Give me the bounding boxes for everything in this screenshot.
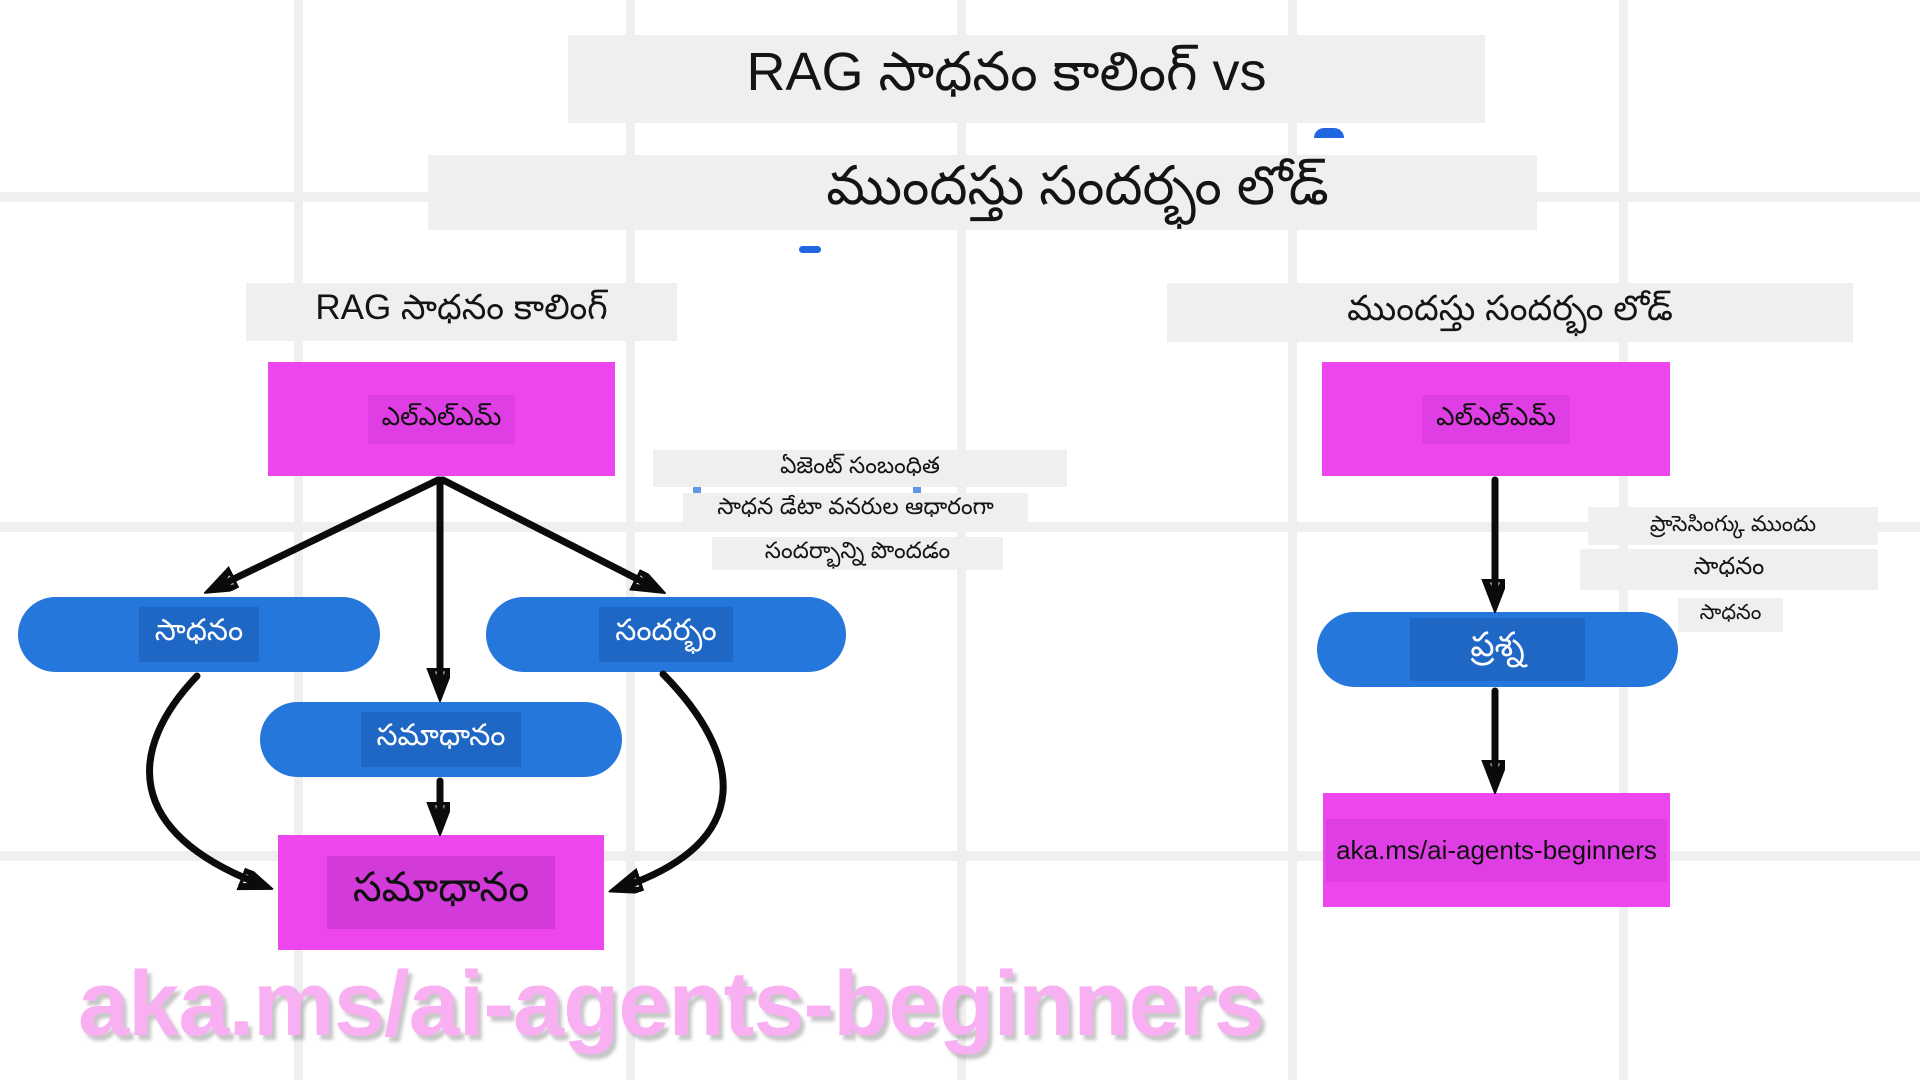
context-pill-label: సందర్భం xyxy=(599,607,733,662)
right-column-header: ముందస్తు సందర్భం లోడ్ xyxy=(1167,283,1853,342)
link-box-label: aka.ms/ai-agents-beginners xyxy=(1326,818,1667,882)
right-annotation-2: సాధనం xyxy=(1580,549,1878,590)
right-annotation-2-text: సాధనం xyxy=(1693,553,1765,580)
left-annotation-2: సాధన డేటా వనరుల ఆధారంగా xyxy=(683,493,1028,525)
left-column-header-text: RAG సాధనం కాలింగ్ xyxy=(315,288,608,327)
blue-speck-artifact xyxy=(913,486,921,494)
answer-pill: సమాధానం xyxy=(260,702,622,777)
left-annotation-3-text: సందర్భాన్ని పొందడం xyxy=(764,537,951,563)
right-annotation-1: ప్రాసెసింగ్కు ముందు xyxy=(1588,507,1878,545)
title-line1-text: RAG సాధనం కాలింగ్ vs xyxy=(746,42,1267,102)
title-line2-text: ముందస్తు సందర్భం లోడ్ xyxy=(826,155,1329,216)
answer-result-box: సమాధానం xyxy=(278,835,604,950)
left-annotation-2-text: సాధన డేటా వనరుల ఆధారంగా xyxy=(717,492,994,519)
link-box: aka.ms/ai-agents-beginners xyxy=(1323,793,1670,907)
tool-pill-label: సాధనం xyxy=(138,607,260,662)
blue-dash-artifact xyxy=(799,246,821,253)
left-annotation-3: సందర్భాన్ని పొందడం xyxy=(712,537,1003,570)
question-pill-label: ప్రశ్న xyxy=(1410,618,1585,681)
left-column-header: RAG సాధనం కాలింగ్ xyxy=(246,283,677,341)
left-llm-box: ఎల్ఎల్ఎమ్ xyxy=(268,362,615,476)
diagram-title-line2: ముందస్తు సందర్భం లోడ్ xyxy=(428,155,1537,230)
answer-result-label: సమాధానం xyxy=(326,856,556,929)
diagram-title-line1: RAG సాధనం కాలింగ్ vs xyxy=(568,35,1485,123)
arrow-llm-to-tool xyxy=(215,476,442,588)
answer-pill-label: సమాధానం xyxy=(360,712,522,767)
tool-pill: సాధనం xyxy=(18,597,380,672)
blue-speck-artifact xyxy=(693,486,701,494)
left-annotation-1-text: ఏజెంట్ సంబంధిత xyxy=(780,452,940,478)
right-annotation-1-text: ప్రాసెసింగ్కు ముందు xyxy=(1649,510,1817,536)
left-annotation-1: ఏజెంట్ సంబంధిత xyxy=(653,450,1067,487)
grid-hline xyxy=(0,522,1920,532)
grid-hline xyxy=(0,851,1920,861)
right-llm-box: ఎల్ఎల్ఎమ్ xyxy=(1322,362,1670,476)
context-pill: సందర్భం xyxy=(486,597,846,672)
question-pill: ప్రశ్న xyxy=(1317,612,1678,687)
right-annotation-3-text: సాధనం xyxy=(1699,600,1762,624)
grid-vline xyxy=(1288,0,1297,1080)
right-annotation-3: సాధనం xyxy=(1678,598,1783,632)
left-llm-label: ఎల్ఎల్ఎమ్ xyxy=(367,394,516,444)
arrow-llm-to-context xyxy=(439,476,655,588)
right-column-header-text: ముందస్తు సందర్భం లోడ్ xyxy=(1347,288,1673,328)
watermark-url: aka.ms/ai-agents-beginners xyxy=(78,953,1265,1055)
right-llm-label: ఎల్ఎల్ఎమ్ xyxy=(1422,394,1570,444)
blue-semicircle-artifact xyxy=(1314,128,1344,138)
